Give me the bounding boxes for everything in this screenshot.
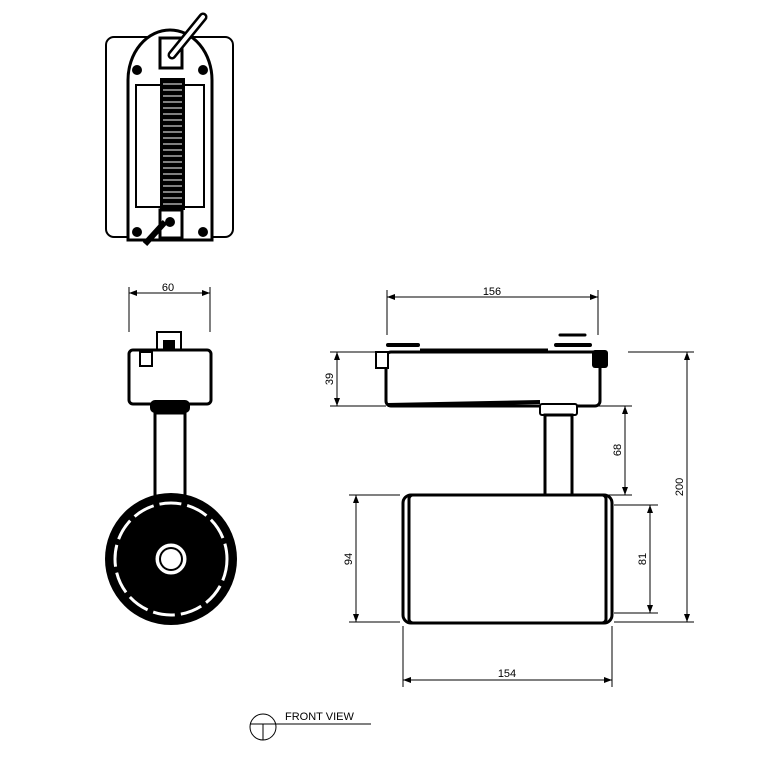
dimension-label-154: 154 [498,668,516,680]
view-label: FRONT VIEW [249,711,371,741]
dimension-label-94: 94 [343,553,355,565]
dimension-label-60: 60 [162,282,174,294]
view-title: FRONT VIEW [285,711,354,723]
dimension-label-156: 156 [483,286,501,298]
dimension-label-68: 68 [612,444,624,456]
side-view: 60 [105,282,237,625]
top-view [105,12,234,247]
dimension-label-39: 39 [324,373,336,385]
front-view: 156 39 68 200 94 [324,286,694,687]
dimension-label-81: 81 [637,553,649,565]
dimension-label-200: 200 [674,478,686,496]
